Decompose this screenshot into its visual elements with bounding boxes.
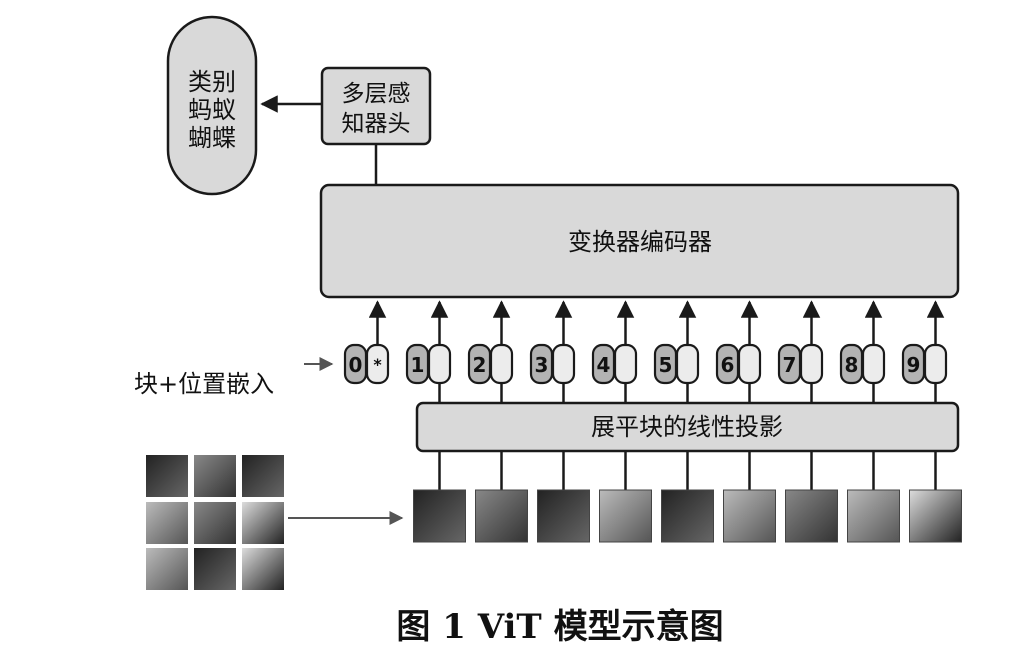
mlp-head-label-0: 多层感 [342,81,411,107]
flattened-patch [723,489,776,543]
token-index-label: 5 [659,353,673,377]
transformer-encoder: 变换器编码器 [319,183,960,299]
grid-patch [242,548,284,590]
class-output: 类别 蚂蚁 蝴蝶 [166,15,258,196]
flattened-patch [909,489,962,543]
class-label-0: 类别 [188,68,236,96]
flattened-patch [599,489,652,543]
token-embedding-pill [613,343,638,385]
token-index-label: 3 [535,353,549,377]
token-index-label: 1 [411,353,425,377]
flattened-patch [537,489,590,543]
token-index-label: 8 [845,353,859,377]
grid-patch [242,455,284,497]
token-index-label: 7 [783,353,797,377]
token-embedding-pill [861,343,886,385]
patch-sequence [413,451,962,543]
token-3: 3 [529,300,576,403]
token-embedding-pill [923,343,948,385]
token-embedding-pill [489,343,514,385]
class-token-marker: * [373,355,382,374]
mlp-head: 多层感 知器头 [320,66,432,146]
flattened-patch [785,489,838,543]
token-index-label: 4 [597,353,611,377]
token-index-label: 9 [907,353,921,377]
token-1: 1 [405,300,452,403]
grid-patch [146,548,188,590]
flattened-patch [413,489,466,543]
token-index-label: 6 [721,353,735,377]
token-2: 2 [467,300,514,403]
grid-patch [194,548,236,590]
figure-caption: 图 1 ViT 模型示意图 [396,607,723,647]
token-index-label: 2 [473,353,487,377]
class-label-2: 蝴蝶 [188,124,236,152]
token-embedding-pill [737,343,762,385]
token-0: 0* [343,300,390,385]
token-6: 6 [715,300,762,403]
encoder-label: 变换器编码器 [568,228,712,256]
token-4: 4 [591,300,638,403]
token-9: 9 [901,300,948,403]
flattened-patch [847,489,900,543]
class-label-1: 蚂蚁 [188,96,236,124]
embedding-label: 块+位置嵌入 [134,370,274,398]
token-embedding-pill [675,343,700,385]
token-8: 8 [839,300,886,403]
flattened-patch [661,489,714,543]
token-embedding-pill [427,343,452,385]
patch-grid [146,455,284,590]
token-embedding-pill [551,343,576,385]
grid-patch [194,502,236,544]
token-index-label: 0 [349,353,363,377]
projection-label: 展平块的线性投影 [591,413,783,441]
grid-patch [194,455,236,497]
mlp-head-label-1: 知器头 [342,111,411,137]
grid-patch [146,455,188,497]
flattened-patch [475,489,528,543]
grid-patch [242,502,284,544]
token-5: 5 [653,300,700,403]
grid-patch [146,502,188,544]
linear-projection: 展平块的线性投影 [415,401,960,453]
token-embedding-pill [799,343,824,385]
token-7: 7 [777,300,824,403]
